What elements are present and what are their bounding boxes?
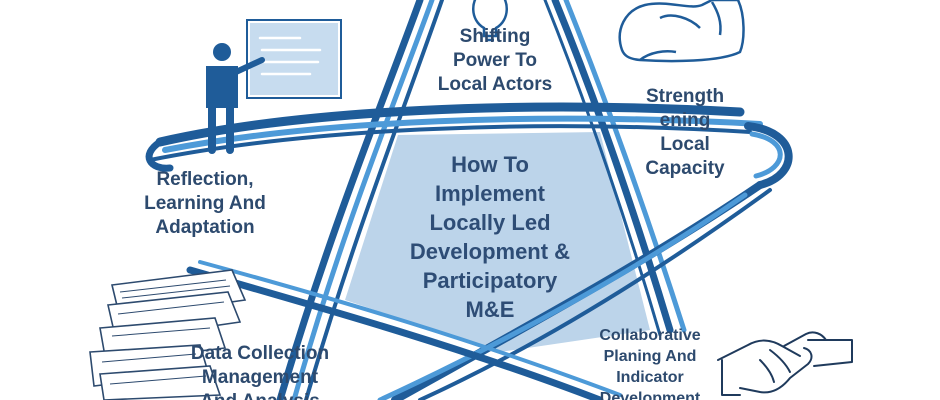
node-label-line: Management [201, 367, 319, 388]
center-title-line: How To [451, 152, 529, 177]
node-data-collection: Data Collection Management And Analysis [170, 342, 350, 400]
center-title-line: Locally Led [429, 210, 551, 235]
node-label-line: Reflection, [156, 169, 254, 190]
star-outline [145, 0, 793, 400]
center-title-line: Participatory [422, 268, 558, 293]
paper-stack-icon [89, 269, 247, 400]
node-label-line: Collaborative [599, 327, 701, 344]
node-label-line: Adaptation [155, 217, 255, 238]
lightbulb-icon [472, 0, 508, 42]
node-label-line: Local [660, 134, 710, 155]
node-label-line: Indicator [616, 369, 684, 386]
presenter-at-board-icon [206, 19, 342, 154]
node-label-line: Strength [645, 86, 725, 107]
node-label-line: And Analysis [170, 390, 350, 400]
node-label-line: Local Actors [437, 74, 553, 95]
handshake-icon [717, 331, 853, 396]
node-reflection-learning: Reflection, Learning And Adaptation [125, 168, 285, 240]
node-label-line: ening [659, 110, 711, 131]
flexed-arm-icon [618, 0, 745, 63]
node-label-line: Data Collection [190, 343, 330, 364]
center-title-line: M&E [465, 297, 515, 322]
node-label-line: Capacity [645, 158, 725, 179]
node-label-line: Shifting [459, 26, 531, 47]
node-label-line: Development [599, 390, 701, 400]
node-shifting-power: Shifting Power To Local Actors [420, 25, 570, 97]
node-collaborative-planning: Collaborative Planing And Indicator Deve… [580, 325, 720, 400]
node-label-line: Planing And [603, 348, 697, 365]
center-title-line: Development & [409, 239, 571, 264]
center-title: How To Implement Locally Led Development… [370, 150, 610, 324]
node-label-line: Power To [452, 50, 538, 71]
center-title-line: Implement [434, 181, 546, 206]
node-strengthening-capacity: Strength ening Local Capacity [630, 85, 740, 181]
node-label-line: Learning And [144, 193, 266, 214]
